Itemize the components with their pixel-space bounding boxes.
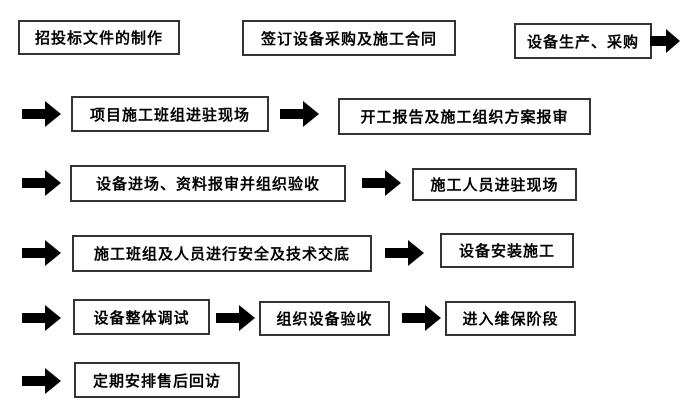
arrow-right-icon [216, 305, 256, 331]
arrow-right-icon [362, 170, 402, 196]
arrow-right-icon [22, 368, 62, 394]
flow-node-label: 开工报告及施工组织方案报审 [360, 109, 569, 126]
flow-node-label: 设备整体调试 [93, 309, 190, 327]
flow-node-equipment-arrival-inspection: 设备进场、资料报审并组织验收 [70, 165, 346, 202]
flow-node-label: 招投标文件的制作 [34, 30, 163, 47]
arrow-right-icon [402, 305, 442, 331]
flow-node-label: 设备进场、资料报审并组织验收 [95, 176, 320, 193]
flow-node-equipment-installation: 设备安装施工 [440, 233, 574, 268]
flow-node-label: 签订设备采购及施工合同 [260, 30, 437, 48]
flow-node-commencement-report-approval: 开工报告及施工组织方案报审 [338, 98, 591, 135]
arrow-right-icon [385, 240, 425, 266]
flow-node-label: 施工班组及人员进行安全及技术交底 [93, 246, 350, 263]
flow-node-label: 施工人员进驻现场 [430, 177, 559, 194]
flow-node-after-sales-visits: 定期安排售后回访 [74, 362, 240, 398]
flow-node-maintenance-phase: 进入维保阶段 [445, 301, 576, 336]
flow-node-workers-enter-site: 施工人员进驻现场 [412, 168, 577, 201]
arrow-right-icon [280, 101, 320, 127]
arrow-right-icon [22, 170, 62, 196]
flow-node-overall-commissioning: 设备整体调试 [73, 299, 210, 335]
flow-node-sign-procurement-construction-contract: 签订设备采购及施工合同 [242, 20, 456, 56]
arrow-right-icon [22, 305, 62, 331]
flow-node-organize-equipment-acceptance: 组织设备验收 [259, 301, 390, 336]
flow-node-equipment-production-procurement: 设备生产、采购 [514, 23, 652, 59]
flow-node-label: 进入维保阶段 [462, 311, 559, 328]
arrow-right-icon [650, 29, 680, 53]
arrow-right-icon [22, 101, 62, 127]
flow-node-label: 定期安排售后回访 [92, 372, 221, 390]
flow-node-label: 组织设备验收 [276, 311, 373, 328]
flow-node-bid-document-preparation: 招投标文件的制作 [18, 20, 180, 55]
flow-node-crew-enter-site: 项目施工班组进驻现场 [71, 96, 269, 132]
arrow-right-icon [22, 240, 62, 266]
flow-node-safety-technical-briefing: 施工班组及人员进行安全及技术交底 [72, 235, 372, 272]
flow-node-label: 设备安装施工 [458, 243, 555, 260]
flow-node-label: 设备生产、采购 [526, 33, 639, 51]
flow-node-label: 项目施工班组进驻现场 [89, 106, 250, 124]
